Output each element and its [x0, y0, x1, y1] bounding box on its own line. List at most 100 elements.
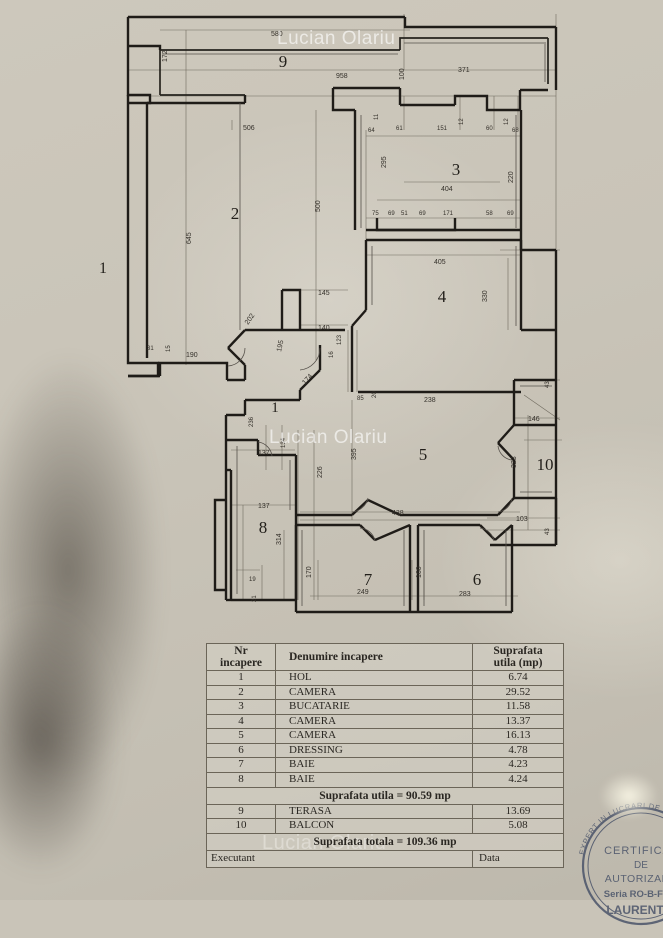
dim-12-a: 12 — [459, 118, 465, 125]
stamp-line5: LAURENTIU — [606, 903, 663, 917]
dim-69-b: 69 — [419, 211, 426, 217]
dim-506: 506 — [243, 125, 255, 132]
cell-area: 16.13 — [472, 728, 564, 744]
dim-645: 645 — [186, 232, 193, 244]
cell-name: BUCATARIE — [275, 699, 473, 715]
dim-140: 140 — [318, 325, 330, 332]
dim-21: 21 — [252, 595, 258, 602]
header-area-line2: utila (mp) — [493, 657, 543, 670]
cell-nr: 4 — [206, 713, 276, 730]
dim-236: 236 — [249, 416, 255, 427]
dim-238: 238 — [424, 397, 436, 404]
dim-100: 100 — [399, 68, 406, 80]
cell-name: CAMERA — [275, 713, 473, 730]
cell-nr: 10 — [206, 818, 276, 834]
dim-500: 500 — [315, 200, 322, 212]
dim-61: 61 — [396, 126, 403, 132]
dim-137-b: 137 — [258, 503, 270, 510]
cell-nr: 5 — [206, 728, 276, 744]
dim-174: 174 — [301, 373, 314, 386]
cell-name: CAMERA — [275, 728, 473, 744]
cell-name: TERASA — [275, 803, 473, 820]
dim-75: 75 — [372, 211, 379, 217]
dim-69-c: 69 — [507, 211, 514, 217]
cell-name: BAIE — [275, 771, 473, 788]
dim-295: 295 — [381, 156, 388, 168]
cell-name: DRESSING — [275, 742, 473, 759]
cell-nr: 6 — [206, 742, 276, 759]
dim-11: 11 — [374, 113, 380, 120]
dim-134: 134 — [281, 437, 287, 448]
dim-43-a: 43 — [545, 381, 551, 388]
dim-190: 190 — [186, 352, 198, 359]
cell-area: 13.69 — [472, 803, 564, 820]
table-header-row: Nr incapere Denumire incapere Suprafata … — [206, 642, 564, 672]
dim-69-a: 69 — [388, 211, 395, 217]
footer-data: Data — [472, 849, 564, 868]
dim-85: 85 — [357, 396, 364, 402]
cell-nr: 9 — [206, 803, 276, 820]
cell-name: HOL — [275, 670, 473, 686]
cell-name: BALCON — [275, 818, 473, 834]
cell-name: BAIE — [275, 757, 473, 773]
header-nr-line2: incapere — [220, 657, 262, 670]
room-label-4: 4 — [438, 287, 447, 306]
footer-executant: Executant — [206, 849, 473, 868]
dim-172: 172 — [162, 50, 169, 62]
dim-395: 395 — [351, 448, 358, 460]
room-schedule-table: Nr incapere Denumire incapere Suprafata … — [206, 642, 564, 868]
dim-151: 151 — [437, 126, 448, 132]
cell-name: CAMERA — [275, 684, 473, 701]
dim-12-b: 12 — [504, 118, 510, 125]
dim-20: 20 — [372, 391, 378, 398]
cell-area: 5.08 — [472, 818, 564, 834]
room-label-3: 3 — [452, 160, 461, 179]
cell-area: 4.23 — [472, 757, 564, 773]
subtotal-row: Suprafata utila = 90.59 mp — [206, 786, 564, 805]
dim-31: 31 — [147, 346, 154, 352]
dim-580: 580 — [271, 31, 283, 38]
dim-202: 202 — [244, 312, 256, 326]
dim-249: 249 — [357, 589, 369, 596]
room-label-1: 1 — [271, 400, 279, 416]
header-name: Denumire incapere — [275, 642, 473, 672]
dim-314: 314 — [276, 533, 283, 545]
dim-160: 160 — [416, 566, 423, 578]
cell-area: 4.78 — [472, 742, 564, 759]
room-label-8: 8 — [259, 518, 268, 537]
room-label-2: 2 — [231, 204, 240, 223]
dim-60: 60 — [486, 126, 493, 132]
dim-405: 405 — [434, 259, 446, 266]
dim-58: 58 — [486, 211, 493, 217]
dim-195: 195 — [276, 339, 285, 352]
header-area-line1: Suprafata — [493, 645, 543, 657]
dim-16: 16 — [329, 351, 335, 358]
dim-123: 123 — [337, 334, 343, 345]
dim-171: 171 — [443, 211, 454, 217]
header-nr: Nr incapere — [206, 642, 276, 672]
room-label-6: 6 — [473, 570, 482, 589]
cell-nr: 1 — [206, 670, 276, 686]
header-area: Suprafata utila (mp) — [472, 642, 564, 672]
total-label: Suprafata totala = 109.36 mp — [206, 832, 564, 851]
room-label-10: 10 — [537, 455, 554, 474]
dim-19: 19 — [249, 577, 256, 583]
cell-nr: 2 — [206, 684, 276, 701]
cell-area: 13.37 — [472, 713, 564, 730]
dim-220: 220 — [508, 171, 515, 183]
dim-371: 371 — [458, 67, 470, 74]
dim-330: 330 — [482, 290, 489, 302]
dim-170: 170 — [306, 566, 313, 578]
dim-438: 438 — [392, 510, 404, 517]
dim-51: 51 — [401, 211, 408, 217]
dim-404: 404 — [441, 186, 453, 193]
dim-226: 226 — [317, 466, 324, 478]
cell-nr: 7 — [206, 757, 276, 773]
